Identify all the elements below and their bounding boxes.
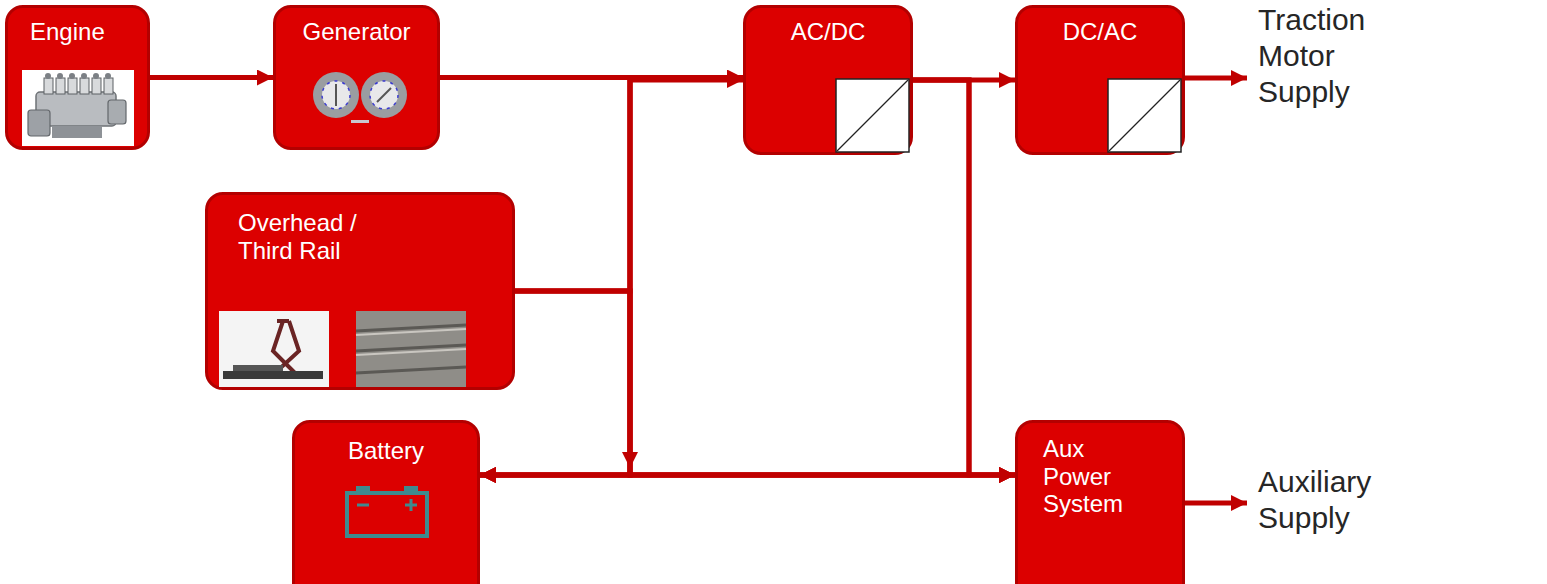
power-connector bbox=[440, 78, 1015, 476]
power-connector bbox=[913, 80, 1015, 475]
converter-symbol bbox=[835, 78, 910, 153]
output-arrow bbox=[1185, 76, 1247, 81]
overhead-rail-pictures bbox=[219, 311, 479, 387]
engine-box: Engine bbox=[5, 5, 150, 150]
node-label: DC/AC bbox=[1063, 18, 1138, 46]
node-label: Aux Power System bbox=[1043, 435, 1153, 518]
power-connector bbox=[480, 473, 1015, 478]
node-label: Generator bbox=[302, 18, 410, 46]
node-label: Overhead / Third Rail bbox=[238, 209, 408, 264]
output-label: Traction Motor Supply bbox=[1258, 2, 1428, 110]
supply-box: Overhead / Third Rail bbox=[205, 192, 515, 390]
battery-box: Battery bbox=[292, 420, 480, 584]
power-connector bbox=[515, 291, 1015, 475]
battery-icon bbox=[344, 483, 430, 539]
aux-power-box: Aux Power System bbox=[1015, 420, 1185, 584]
converter-box: DC/AC bbox=[1015, 5, 1185, 155]
generator-box: Generator bbox=[273, 5, 440, 150]
node-label: Engine bbox=[30, 18, 105, 46]
output-label: Auxiliary Supply bbox=[1258, 464, 1428, 536]
junction-arrowhead bbox=[622, 452, 638, 468]
output-arrow bbox=[1185, 501, 1247, 506]
node-label: Battery bbox=[348, 437, 424, 465]
converter-box: AC/DC bbox=[743, 5, 913, 155]
generator-symbol bbox=[311, 70, 411, 125]
engine-picture bbox=[22, 70, 134, 146]
node-label: AC/DC bbox=[791, 18, 866, 46]
converter-symbol bbox=[1107, 78, 1182, 153]
power-connector bbox=[150, 75, 273, 80]
power-connector bbox=[480, 80, 969, 475]
